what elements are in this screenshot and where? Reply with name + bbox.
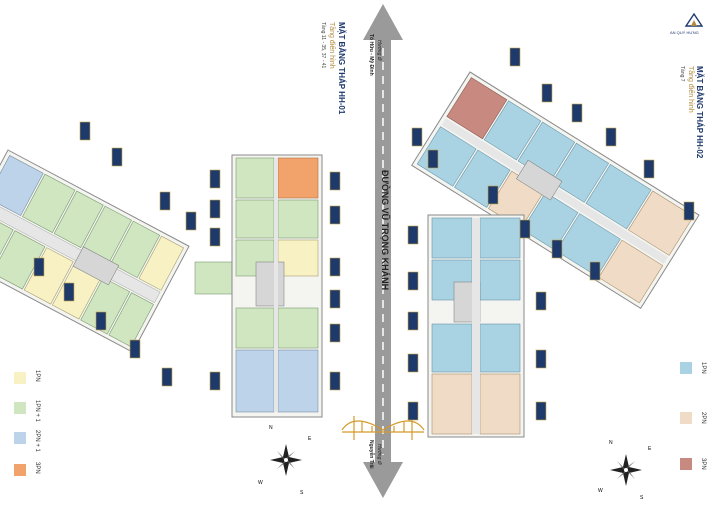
tower-hh01-plan bbox=[0, 149, 323, 418]
brand-name: AN QUÝ HƯNG bbox=[670, 30, 699, 35]
compass-right-n: N bbox=[609, 440, 613, 446]
tower-right-subtitle: Tầng điển hình bbox=[687, 66, 694, 113]
tower-left-floors: Tầng 11 - 35, 37 - 41 bbox=[320, 22, 326, 69]
road-name: ĐƯỜNG VŨ TRỌNG KHÁNH bbox=[380, 170, 390, 291]
compass-left-w: W bbox=[258, 480, 263, 486]
legend-swatch-1pn bbox=[680, 362, 692, 374]
legend-swatch-3pn bbox=[14, 464, 26, 476]
legend-swatch-1pn-plus-1 bbox=[14, 402, 26, 414]
legend-label-1pn: 1PN bbox=[34, 370, 40, 382]
legend-label-1pn-plus-1: 1PN + 1 bbox=[34, 400, 40, 422]
tower-left-subtitle: Tầng điển hình bbox=[328, 22, 335, 69]
brand-logo-icon bbox=[684, 12, 704, 27]
compass-left-s: S bbox=[300, 490, 304, 496]
legend-label-1pn: 1PN bbox=[700, 362, 706, 374]
unit-tags-right bbox=[407, 47, 695, 421]
compass-right-w: W bbox=[598, 488, 603, 494]
compass-right-e: E bbox=[648, 446, 652, 452]
road-top-direction-place: Tố Hữu - Mỹ Đình bbox=[368, 34, 374, 76]
road-arrow-icon bbox=[363, 4, 403, 498]
compass-left-n: N bbox=[269, 425, 273, 431]
legend-label-2pn: 2PN bbox=[700, 412, 706, 424]
legend-swatch-1pn bbox=[14, 372, 26, 384]
legend-swatch-2pn bbox=[680, 412, 692, 424]
compass-right-s: S bbox=[640, 495, 644, 501]
unit-tags-left bbox=[33, 121, 341, 391]
road-bottom-direction-place: Nguyễn Trãi bbox=[368, 440, 374, 469]
compass-rose-icon bbox=[610, 454, 642, 486]
compass-rose-icon bbox=[270, 444, 302, 476]
legend-label-3pn: 3PN bbox=[34, 462, 40, 474]
tower-right-floors: Tầng 7 bbox=[679, 66, 685, 82]
legend-label-2pn-plus-1: 2PN + 1 bbox=[34, 430, 40, 452]
road-bottom-direction-label: Hướng đi bbox=[376, 444, 382, 465]
tower-left-title: MẶT BẰNG THÁP HH-01 bbox=[337, 22, 346, 115]
compass-left-e: E bbox=[308, 436, 312, 442]
legend-swatch-3pn bbox=[680, 458, 692, 470]
tower-hh02-plan bbox=[411, 71, 700, 438]
legend-label-3pn: 3PN bbox=[700, 458, 706, 470]
tower-right-title: MẶT BẰNG THÁP HH-02 bbox=[695, 66, 704, 159]
legend-swatch-2pn-plus-1 bbox=[14, 432, 26, 444]
road-top-direction-label: Hướng đi bbox=[376, 40, 382, 61]
